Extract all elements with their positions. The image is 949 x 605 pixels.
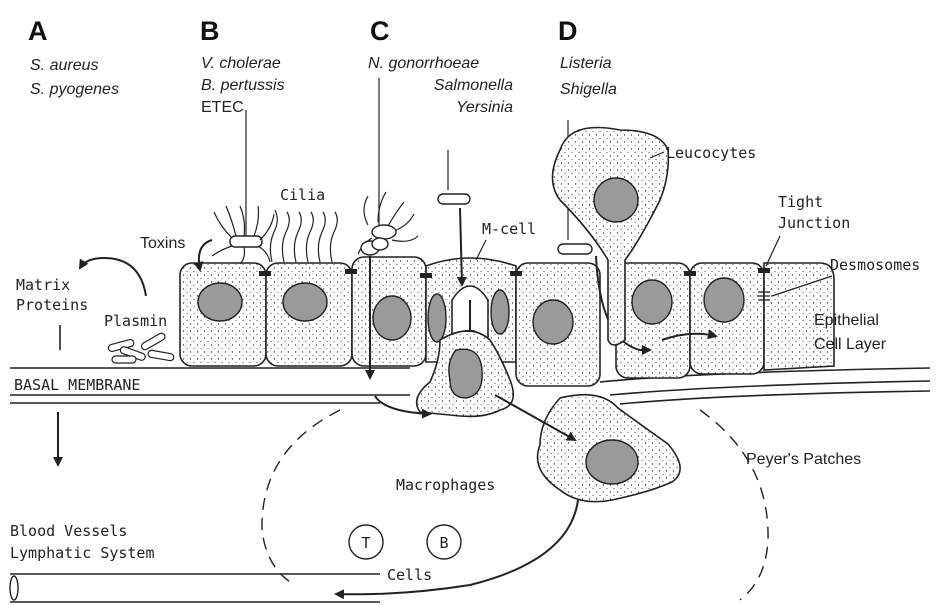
bacterium-icon: [372, 225, 396, 239]
column-c-header: C N. gonorrhoeae Salmonella Yersinia: [368, 16, 513, 116]
tight-junction-icon: [345, 269, 357, 274]
nucleus-icon: [491, 290, 509, 334]
toxins-label: Toxins: [140, 235, 185, 252]
plasmin-rods-icon: [108, 332, 175, 363]
column-c-organism-1: N. gonorrhoeae: [368, 55, 479, 72]
bacterium-icon: [230, 236, 262, 247]
nucleus-icon: [594, 178, 638, 222]
tight-junction-icon: [510, 271, 522, 276]
bacterium-icon: [438, 194, 470, 204]
nucleus-icon: [449, 349, 482, 398]
t-cell-label: T: [361, 534, 370, 552]
matrix-label-2: Proteins: [16, 296, 88, 314]
cells-label: Cells: [387, 566, 432, 584]
bacterium-icon: [372, 238, 388, 250]
column-c-organism-3: Yersinia: [456, 99, 513, 116]
blood-vessels-label-1: Blood Vessels: [10, 522, 127, 540]
blood-vessels: Blood Vessels Lymphatic System: [10, 522, 380, 602]
column-a-organism-1: S. aureus: [30, 57, 98, 74]
nucleus-icon: [586, 440, 638, 484]
basal-membrane-label: BASAL MEMBRANE: [14, 376, 140, 394]
desmosomes-label: Desmosomes: [830, 256, 920, 274]
nucleus-icon: [704, 278, 744, 322]
blood-vessels-label-2: Lymphatic System: [10, 544, 155, 562]
tight-junction-label-1: Tight: [778, 193, 823, 211]
cilia-label: Cilia: [280, 186, 325, 204]
epithelial-cell-layer: [180, 257, 834, 386]
column-b-header: B V. cholerae B. pertussis ETEC: [200, 16, 285, 116]
epithelial-label-1: Epithelial: [814, 312, 879, 329]
tight-junction-icon: [758, 268, 770, 273]
tight-junction-icon: [259, 271, 271, 276]
plasmin-label: Plasmin: [104, 312, 167, 330]
column-b-organism-3: ETEC: [201, 99, 244, 116]
column-c-organism-2: Salmonella: [434, 77, 513, 94]
peyers-patches-label: Peyer's Patches: [746, 451, 861, 468]
matrix-region: Matrix Proteins Plasmin: [16, 258, 174, 465]
column-a-organism-2: S. pyogenes: [30, 81, 119, 98]
column-a-header: A S. aureus S. pyogenes: [28, 16, 119, 98]
epithelial-label-2: Cell Layer: [814, 336, 887, 353]
tight-junction-icon: [684, 271, 696, 276]
b-cell-label: B: [439, 534, 448, 552]
column-b-bacterium: Toxins: [140, 110, 274, 270]
nucleus-icon: [283, 283, 327, 321]
nucleus-icon: [373, 296, 411, 340]
column-a-letter: A: [28, 16, 48, 46]
nucleus-icon: [533, 300, 573, 344]
m-cell-label: M-cell: [482, 220, 536, 238]
matrix-label-1: Matrix: [16, 276, 70, 294]
tight-junction-label-2: Junction: [778, 214, 850, 232]
column-d-organism-1: Listeria: [560, 55, 612, 72]
column-b-organism-2: B. pertussis: [201, 77, 285, 94]
macrophages-label: Macrophages: [396, 476, 495, 494]
nucleus-icon: [632, 280, 672, 324]
lymphocytes: T B Cells: [349, 525, 461, 584]
tight-junction-icon: [420, 273, 432, 278]
leucocytes-label: Leucocytes: [666, 144, 756, 162]
cilia: Cilia: [270, 186, 337, 262]
column-d-header: D Listeria Shigella: [558, 16, 617, 98]
nucleus-icon: [428, 294, 446, 342]
plasmin-arrow: [80, 258, 146, 296]
column-b-letter: B: [200, 16, 220, 46]
nucleus-icon: [198, 283, 242, 321]
column-b-organism-1: V. cholerae: [201, 55, 281, 72]
column-d-organism-2: Shigella: [560, 81, 617, 98]
vessel-opening-icon: [10, 576, 18, 600]
bacterium-icon: [558, 244, 592, 254]
column-c-letter: C: [370, 16, 390, 46]
column-d-letter: D: [558, 16, 578, 46]
